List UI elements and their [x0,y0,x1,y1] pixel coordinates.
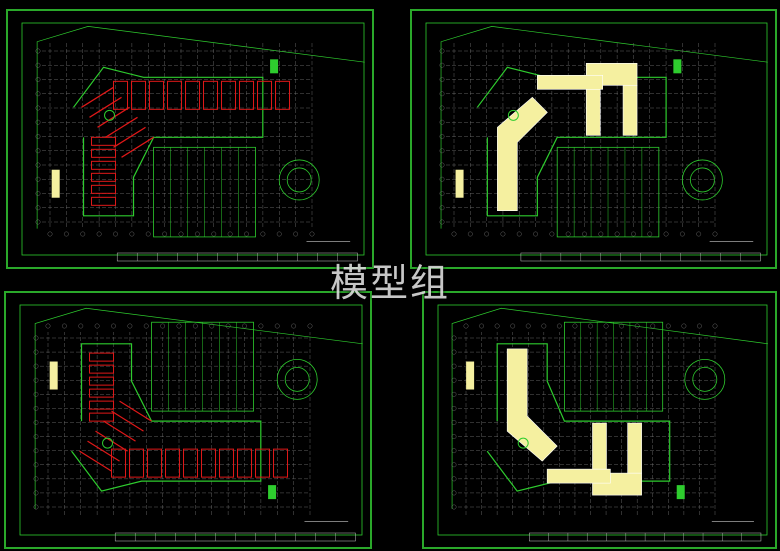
drawing-sheet-plan-bottom-left [4,291,372,549]
floor-plan-drawing [425,22,768,262]
drawing-sheet-plan-bottom-right [422,291,777,549]
floor-plan-drawing [437,304,769,542]
drawing-sheet-plan-top-right [410,9,777,269]
floor-plan-drawing [21,22,365,262]
floor-plan-drawing [19,304,363,542]
drawing-sheet-plan-top-left [6,9,374,269]
